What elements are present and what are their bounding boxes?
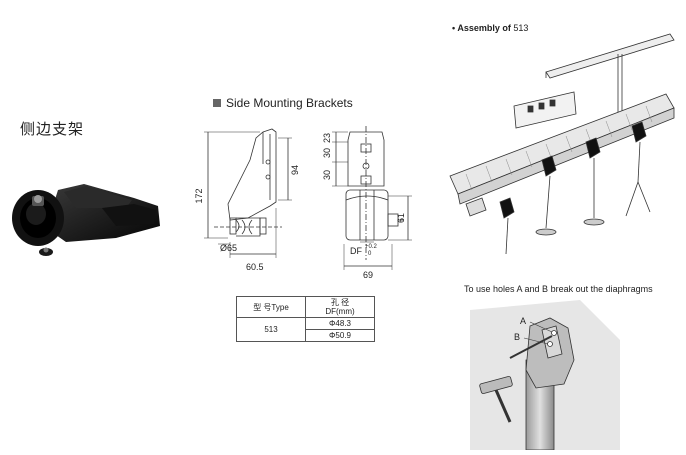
holes-note: To use holes A and B break out the diaph… [464, 284, 653, 294]
dim-df: DF [350, 246, 362, 256]
assembly-prefix: • Assembly of [452, 23, 511, 33]
front-view [345, 126, 404, 260]
section-title-label: Side Mounting Brackets [226, 96, 353, 110]
dim-30b: 30 [322, 170, 332, 180]
technical-drawing: 172 94 Ø65 60.5 23 30 30 61 DF +0.2 0 69 [194, 126, 412, 280]
assembly-model: 513 [513, 23, 529, 33]
dim-df-tol-zero: 0 [368, 251, 372, 257]
bracket-photo [12, 184, 160, 256]
section-title: Side Mounting Brackets [213, 96, 353, 110]
spec-header-df-line1: 孔 径 [330, 298, 350, 307]
side-view [214, 128, 282, 237]
spec-header-df: 孔 径 DF(mm) [305, 296, 375, 318]
dim-diameter: Ø65 [220, 243, 237, 253]
hole-label-a: A [520, 316, 526, 326]
dim-172: 172 [194, 188, 204, 203]
dim-23: 23 [322, 133, 332, 143]
product-title: 侧边支架 [20, 121, 85, 138]
spec-table: 型 号Type 孔 径 DF(mm) 513 Φ48.3 Φ50.9 [236, 296, 375, 342]
holes-detail-illustration: A B [470, 300, 620, 450]
dim-61: 61 [396, 213, 406, 223]
dim-69: 69 [363, 270, 373, 280]
assembly-heading: • Assembly of 513 [452, 23, 528, 33]
hole-label-b: B [514, 332, 520, 342]
spec-header-type: 型 号Type [236, 296, 306, 318]
spec-header-df-line2: DF(mm) [325, 307, 355, 316]
dim-60-5: 60.5 [246, 262, 264, 272]
square-bullet-icon [213, 99, 221, 107]
dim-30a: 30 [322, 148, 332, 158]
assembly-illustration [449, 33, 675, 254]
spec-type-value: 513 [236, 317, 306, 342]
spec-df-value: Φ48.3 [305, 317, 375, 330]
dim-94: 94 [290, 165, 300, 175]
spec-df-value: Φ50.9 [305, 329, 375, 342]
dim-df-tol-plus: +0.2 [365, 244, 378, 250]
